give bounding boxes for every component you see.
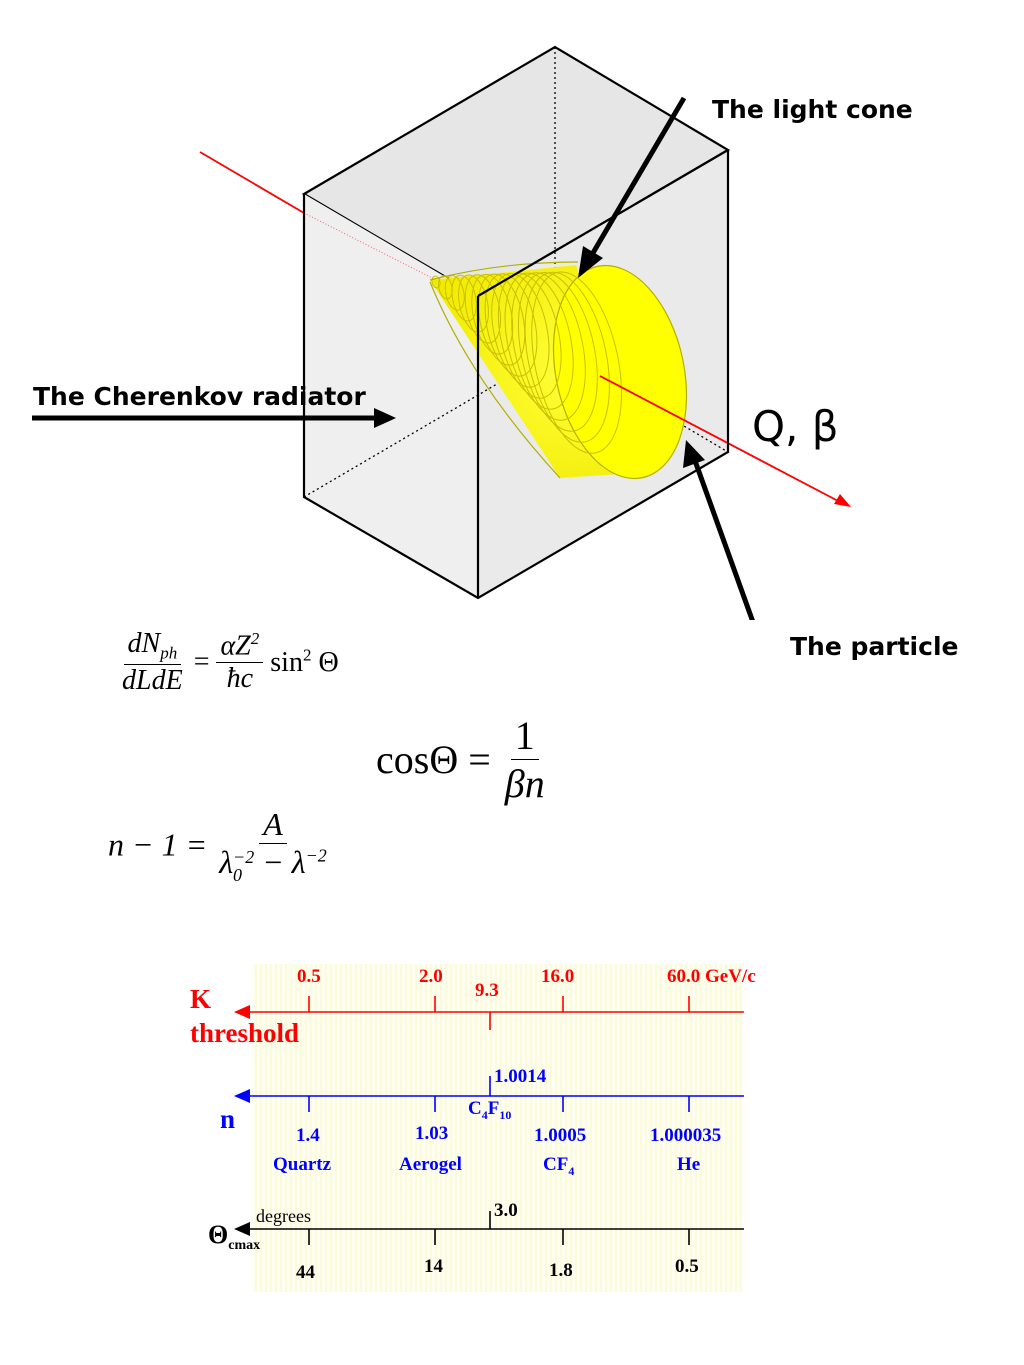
- k-tick-label: 60.0 GeV/c: [667, 966, 756, 987]
- cone-ring: [458, 274, 489, 333]
- theta-value-label: 44: [296, 1262, 315, 1283]
- n-value-label: 1.03: [415, 1123, 449, 1144]
- k-tick-label: 2.0: [419, 966, 443, 987]
- k-tick-label: 9.3: [475, 980, 499, 1001]
- particle-track-out: [599, 375, 841, 503]
- n-mid-value: 1.0014: [494, 1066, 547, 1087]
- cherenkov-diagram: [32, 45, 851, 620]
- particle-arrowhead: [683, 440, 705, 468]
- eq1-theta: Θ: [318, 646, 339, 678]
- n-material-label: He: [677, 1154, 701, 1175]
- cos-theta-equation: cosΘ = 1 βn: [376, 712, 549, 807]
- eq2-den: βn: [504, 761, 545, 806]
- n-axis-arrowhead: [234, 1089, 250, 1103]
- k-axis-arrowhead: [234, 1005, 250, 1019]
- k-tick-label: 0.5: [297, 966, 321, 987]
- k-axis-title: K: [190, 984, 212, 1014]
- particle-track-arrowhead: [834, 494, 851, 507]
- particle-arrow: [691, 457, 755, 620]
- k-axis-ticks: [308, 996, 690, 1030]
- k-axis-title-2: threshold: [190, 1018, 300, 1048]
- n-value-label: 1.0005: [534, 1125, 587, 1146]
- light-cone: [429, 261, 688, 480]
- eq1-sin: sin: [270, 646, 303, 678]
- theta-mid-value: 3.0: [494, 1200, 518, 1221]
- n-material-label: CF4: [543, 1154, 575, 1178]
- theta-value-label: 14: [424, 1256, 443, 1277]
- n-value-label: 1.000035: [650, 1125, 722, 1146]
- scale-background-band: [252, 964, 742, 1292]
- eq1-rhs-num: αZ: [220, 630, 251, 662]
- particle-label: The particle: [790, 632, 959, 661]
- theta-value-label: 0.5: [675, 1256, 699, 1277]
- box-front-top-edge: [477, 149, 729, 297]
- eq3-lhs: n − 1 =: [108, 826, 208, 863]
- n-axis-ticks: [308, 1076, 690, 1112]
- charge-velocity-label: Q, β: [752, 402, 839, 451]
- light-cone-label: The light cone: [712, 95, 913, 124]
- cone-ring: [471, 273, 514, 355]
- eq1-lhs-den: dLdE: [122, 664, 183, 696]
- light-cone-arrow: [587, 96, 687, 260]
- theta-axis-title: Θcmax: [208, 1220, 261, 1254]
- eq1-rhs-den: ħc: [226, 663, 254, 695]
- n-axis-title: n: [220, 1104, 236, 1134]
- eq3-lambda0-sup: −2: [233, 846, 255, 867]
- light-cone-arrowhead: [578, 246, 603, 278]
- eq3-lambda0-sub: 0: [233, 864, 243, 885]
- theta-axis-ticks: [308, 1211, 690, 1245]
- eq1-lhs-num: dN: [127, 628, 161, 659]
- radiator-label: The Cherenkov radiator: [33, 382, 366, 411]
- cone-ring: [431, 275, 441, 289]
- cone-ring: [524, 271, 610, 443]
- k-tick-label: 16.0: [541, 966, 575, 987]
- radiator-arrowhead: [374, 408, 396, 428]
- n-material-label: Aerogel: [399, 1154, 462, 1175]
- eq3-num: A: [259, 806, 287, 844]
- theta-unit-label: degrees: [256, 1206, 311, 1226]
- n-mid-material: C4F10: [468, 1098, 512, 1122]
- theta-axis-arrowhead: [234, 1222, 250, 1236]
- hidden-edge-left: [303, 349, 556, 498]
- cone-ring: [517, 272, 598, 432]
- cone-ring: [478, 273, 526, 366]
- cone-ring: [438, 275, 453, 300]
- cone-ring: [531, 271, 623, 454]
- cone-ring: [511, 272, 586, 421]
- eq3-lambda: λ: [291, 844, 306, 880]
- eq2-num: 1: [510, 712, 539, 760]
- threshold-scale: [234, 996, 744, 1245]
- eq3-lambda-sup: −2: [305, 845, 327, 866]
- eq1-rhs-sup: 2: [250, 629, 260, 649]
- particle-track-in: [199, 151, 305, 214]
- eq3-lambda0: λ: [219, 844, 234, 880]
- eq1-sin-sup: 2: [302, 645, 312, 665]
- photon-yield-equation: dNph dLdE = αZ2 ħc sin2 Θ: [118, 628, 339, 697]
- cone-ring: [504, 272, 574, 410]
- eq2-lhs: cosΘ =: [376, 737, 491, 782]
- eq1-lhs-sub: ph: [160, 643, 178, 663]
- n-value-label: 1.4: [296, 1125, 320, 1146]
- n-material-label: Quartz: [273, 1154, 332, 1175]
- cone-ring: [491, 273, 550, 388]
- theta-value-label: 1.8: [549, 1260, 573, 1281]
- eq3-minus: −: [262, 844, 284, 880]
- box-left-face: [304, 194, 478, 598]
